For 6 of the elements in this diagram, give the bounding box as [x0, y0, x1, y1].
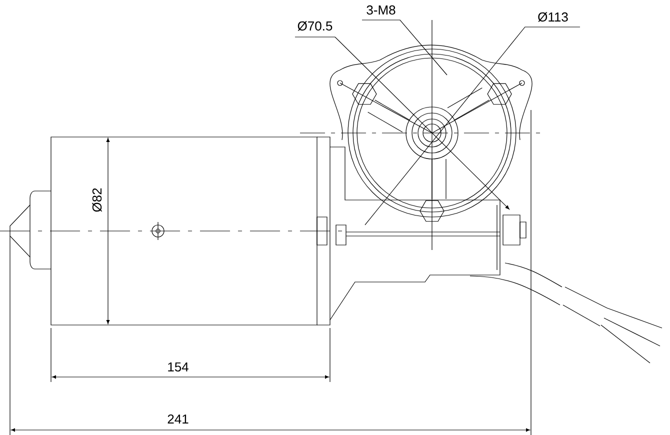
dimension-label: 241 [168, 414, 188, 424]
dimension-label: Ø82 [92, 188, 102, 212]
dimension-label: Ø113 [538, 12, 568, 22]
dimension-label: 3-M8 [366, 5, 396, 15]
dimension-label: 154 [168, 362, 188, 372]
dimension-label: Ø70.5 [298, 21, 332, 31]
